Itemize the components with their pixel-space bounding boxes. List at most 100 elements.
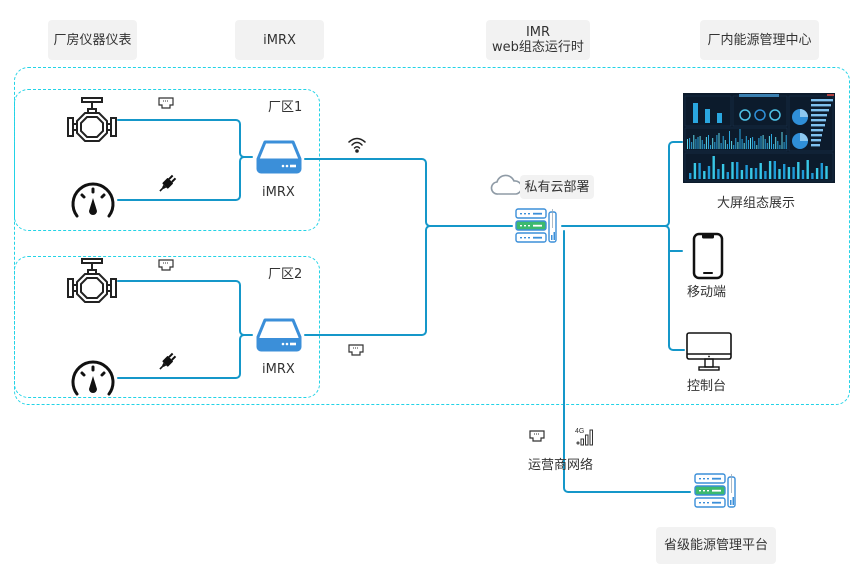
wifi-icon: [348, 137, 366, 153]
dashboard-wave-bar: [733, 145, 735, 149]
dashboard-column: [801, 170, 805, 179]
dashboard-wave-bar: [729, 131, 730, 149]
valve-icon[interactable]: [65, 96, 119, 142]
plant-boundary: [14, 67, 850, 405]
ethernet-port-icon: [529, 430, 545, 442]
dashboard-column: [750, 168, 753, 179]
dashboard-wave-bar: [762, 135, 764, 149]
header-imr-line2: web组态运行时: [492, 40, 584, 55]
monitor-icon[interactable]: [686, 332, 732, 372]
gauge-icon[interactable]: [70, 181, 116, 219]
dashboard-wave-bar: [689, 138, 691, 149]
dashboard-wave-bar: [775, 137, 777, 149]
dashboard-wave-bar: [760, 136, 762, 149]
dashboard-hbar: [811, 144, 820, 147]
dashboard-column: [689, 173, 692, 179]
dashboard-wave-bar: [777, 141, 779, 149]
line-valve2-to-gateway2: [117, 280, 253, 336]
dashboard-column: [703, 171, 706, 179]
dashboard-wave-bar: [691, 142, 693, 149]
mobile-phone-icon[interactable]: [692, 232, 724, 280]
big-screen-dashboard-thumbnail[interactable]: [683, 93, 835, 183]
dashboard-column: [764, 171, 767, 179]
dashboard-hbar: [811, 119, 826, 122]
dashboard-column: [736, 162, 739, 179]
gateway-2-label: iMRX: [262, 362, 295, 377]
dashboard-column: [759, 163, 762, 179]
dashboard-preview: [683, 93, 835, 183]
dashboard-column: [811, 173, 814, 179]
dashboard-wave-bar: [785, 135, 787, 149]
line-valve1-to-gateway1: [117, 119, 253, 158]
dashboard-wave-bar: [705, 137, 707, 149]
dashboard-wave-bar: [781, 132, 783, 149]
gauge-icon[interactable]: [70, 359, 116, 397]
dashboard-column: [773, 161, 776, 179]
line-gateway2-to-cloud: [304, 225, 431, 336]
dashboard-wave-bar: [747, 140, 749, 149]
dashboard-wave-bar: [741, 139, 743, 149]
dashboard-column: [754, 168, 758, 179]
header-field-instruments: 厂房仪器仪表: [48, 20, 137, 60]
dashboard-wave-bar: [716, 135, 718, 149]
line-meter2-to-gateway2: [117, 334, 245, 379]
dashboard-wave-bar: [701, 140, 703, 149]
dashboard-column: [707, 166, 711, 179]
line-cloud-to-console: [668, 250, 685, 351]
dashboard-wave-bar: [714, 142, 716, 149]
imrx-gateway-icon[interactable]: [255, 139, 303, 175]
dashboard-column: [820, 163, 823, 179]
dashboard-column: [745, 165, 748, 179]
dashboard-wave-bar: [735, 138, 737, 149]
header-imr-line1: IMR: [525, 25, 551, 40]
dashboard-wave-bar: [750, 138, 751, 149]
header-energy-center: 厂内能源管理中心: [700, 20, 819, 60]
zone-2-boundary: [14, 256, 320, 398]
server-rack-icon[interactable]: [515, 208, 561, 246]
header-imr-web-runtime: IMR web组态运行时: [486, 20, 590, 60]
ethernet-port-icon: [158, 97, 174, 109]
dashboard-wave-bar: [724, 140, 726, 149]
dashboard-wave-bar: [771, 134, 772, 149]
dashboard-wave-bar: [752, 137, 754, 149]
line-cloud-to-provincial: [563, 230, 691, 493]
dashboard-wave-bar: [737, 142, 739, 149]
dashboard-wave-bar: [722, 136, 724, 149]
dashboard-column: [698, 163, 701, 179]
private-cloud-label: 私有云部署: [524, 179, 590, 195]
header-field-instruments-label: 厂房仪器仪表: [53, 32, 132, 48]
dashboard-hbar: [811, 114, 827, 117]
dashboard-hbar: [811, 109, 829, 112]
dashboard-hbar: [811, 134, 822, 137]
dashboard-wave-bar: [703, 144, 705, 149]
dashboard-wave-bar: [768, 136, 770, 149]
imrx-gateway-icon[interactable]: [255, 317, 303, 353]
ethernet-port-icon: [348, 344, 364, 356]
dashboard-wave-bar: [743, 143, 745, 149]
server-rack-icon[interactable]: [694, 473, 740, 511]
header-imrx: iMRX: [235, 20, 324, 60]
dashboard-hbar: [811, 124, 825, 127]
dashboard-wave-bar: [695, 139, 697, 149]
valve-icon[interactable]: [65, 257, 119, 303]
dashboard-wave-bar: [693, 135, 695, 149]
4g-signal-icon: 4G: [575, 428, 593, 446]
header-energy-center-label: 厂内能源管理中心: [707, 32, 812, 48]
dashboard-column: [797, 162, 800, 179]
mobile-label: 移动端: [687, 285, 727, 300]
dashboard-wave-bar: [745, 136, 747, 149]
dashboard-column: [740, 170, 744, 179]
dashboard-wave-bar: [764, 139, 766, 149]
line-meter1-to-gateway1: [117, 156, 245, 201]
dashboard-column: [815, 168, 819, 179]
line-gateway1-to-cloud: [304, 158, 513, 227]
zone-1-label: 厂区1: [268, 100, 303, 115]
dashboard-hbar: [811, 129, 823, 132]
gateway-1-label: iMRX: [262, 185, 295, 200]
provincial-platform-label-box: 省级能源管理平台: [656, 527, 776, 564]
dashboard-hbar: [811, 104, 831, 107]
console-label: 控制台: [687, 379, 727, 394]
dashboard-column: [792, 167, 795, 179]
ethernet-port-icon: [158, 259, 174, 271]
dashboard-wave-bar: [773, 144, 775, 149]
